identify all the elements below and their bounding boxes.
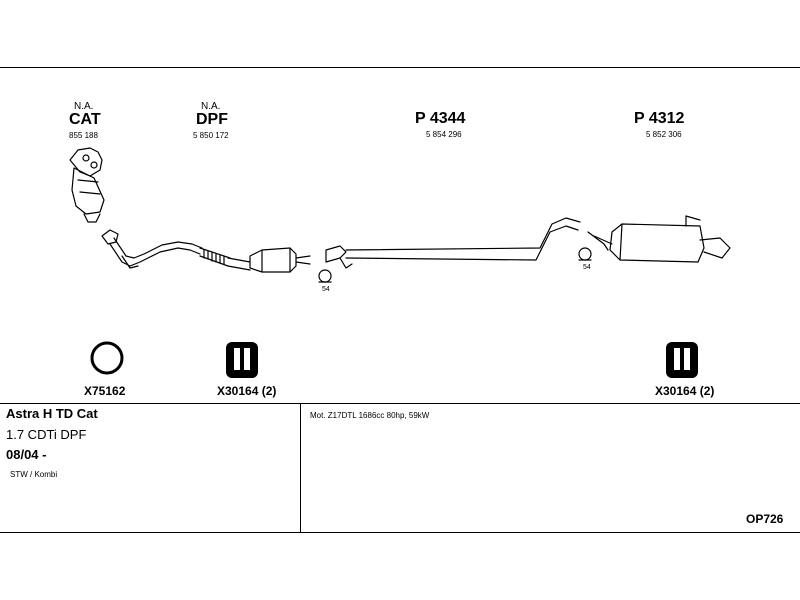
ring-part-label: X75162 [84, 384, 126, 398]
dpf-code: DPF [196, 111, 228, 128]
catalytic-converter [69, 147, 105, 223]
body-type: STW / Kombi [10, 470, 58, 479]
middle-pipe [325, 217, 581, 269]
cat-na-label: N.A. [74, 101, 94, 112]
dpf-na-label: N.A. [201, 101, 221, 112]
dpf-unit [249, 247, 311, 273]
clamp-2-drawing [578, 247, 592, 261]
diagram-frame [0, 67, 800, 533]
hanger-2-label: X30164 (2) [655, 384, 715, 398]
dpf-number: 5 850 172 [193, 131, 229, 140]
hanger-part-2 [666, 342, 698, 378]
hanger-1-label: X30164 (2) [217, 384, 277, 398]
cat-number: 855 188 [69, 131, 98, 140]
ring-part [90, 341, 124, 375]
p4344-code: P 4344 [415, 110, 466, 127]
p4312-number: 5 852 306 [646, 130, 682, 139]
clamp-1-label: 54 [322, 286, 330, 293]
cat-code: CAT [69, 111, 101, 128]
flex-section [199, 247, 251, 271]
info-table-divider [300, 403, 301, 533]
production-date: 08/04 - [6, 447, 47, 462]
front-pipe [101, 229, 203, 269]
engine-spec: 1.7 CDTi DPF [6, 427, 87, 442]
info-table-top-border [0, 403, 800, 404]
hanger-part-1 [226, 342, 258, 378]
p4344-number: 5 854 296 [426, 130, 462, 139]
clamp-1-drawing [318, 269, 332, 283]
motor-spec: Mot. Z17DTL 1686cc 80hp, 59kW [310, 411, 430, 420]
reference-code: OP726 [746, 512, 784, 526]
vehicle-model: Astra H TD Cat [6, 406, 98, 421]
rear-muffler [587, 215, 731, 263]
p4312-code: P 4312 [634, 110, 685, 127]
clamp-2-label: 54 [583, 264, 591, 271]
